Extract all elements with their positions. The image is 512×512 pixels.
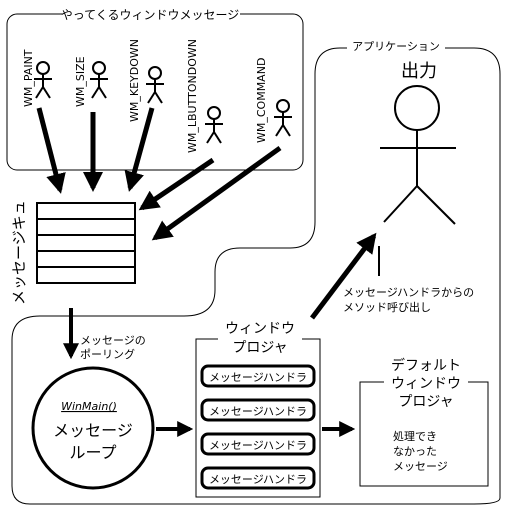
message-label: WM_SIZE — [74, 56, 87, 107]
default-procedure-title-line3: プロジャ — [398, 394, 453, 410]
message-handler-label: メッセージハンドラ — [209, 405, 307, 418]
message-label: WM_PAINT — [22, 49, 35, 107]
output-label: 出力 — [401, 61, 437, 82]
message-loop — [31, 366, 155, 490]
incoming-messages-title: やってくるウィンドウメッセージ — [61, 8, 240, 22]
message-label: WM_COMMAND — [255, 58, 268, 143]
message-handler-label: メッセージハンドラ — [209, 371, 307, 384]
unhandled-note-line2: なかった — [393, 445, 437, 458]
message-loop-label-line2: ループ — [69, 443, 116, 462]
message-label: WM_LBUTTONDOWN — [186, 39, 199, 153]
message-handler: メッセージハンドラ — [200, 466, 316, 490]
polling-label-line1: メッセージの — [80, 334, 146, 347]
application-title: アプリケーション — [352, 40, 440, 53]
default-procedure-title-line1: デフォルト — [391, 357, 461, 374]
application-boundary — [11, 47, 501, 505]
message-arrows — [36, 107, 282, 241]
message-handler: メッセージハンドラ — [200, 398, 316, 422]
window-procedure-title-line1: ウィンドウ — [225, 321, 295, 337]
handler-call-label-line1: メッセージハンドラからの — [343, 286, 474, 299]
sender-figure — [90, 61, 108, 99]
sender-figure — [205, 106, 223, 144]
message-handler-label: メッセージハンドラ — [209, 473, 307, 486]
sender-figure — [34, 61, 52, 99]
polling-label-line2: ポーリング — [80, 347, 135, 361]
winmain-label: WinMain() — [61, 400, 117, 413]
message-loop-label-line1: メッセージ — [53, 421, 133, 440]
message-queue — [36, 202, 136, 284]
default-procedure-title-line2: ウィンドウ — [391, 376, 461, 392]
output-figure — [380, 85, 456, 225]
message-handler: メッセージハンドラ — [200, 432, 316, 456]
window-procedure-title-line2: プロジャ — [232, 340, 287, 356]
handler-call-label-line2: メソッド呼び出し — [343, 300, 431, 314]
unhandled-note-line3: メッセージ — [393, 460, 448, 473]
output-arrow — [310, 232, 377, 320]
message-handler: メッセージハンドラ — [200, 364, 316, 388]
sender-figure — [146, 66, 164, 104]
unhandled-note-line1: 処理でき — [393, 430, 437, 443]
message-label: WM_KEYDOWN — [128, 39, 141, 122]
message-handler-label: メッセージハンドラ — [209, 439, 307, 452]
queue-label: メッセージキュ — [10, 200, 28, 305]
sender-figure — [274, 99, 292, 137]
